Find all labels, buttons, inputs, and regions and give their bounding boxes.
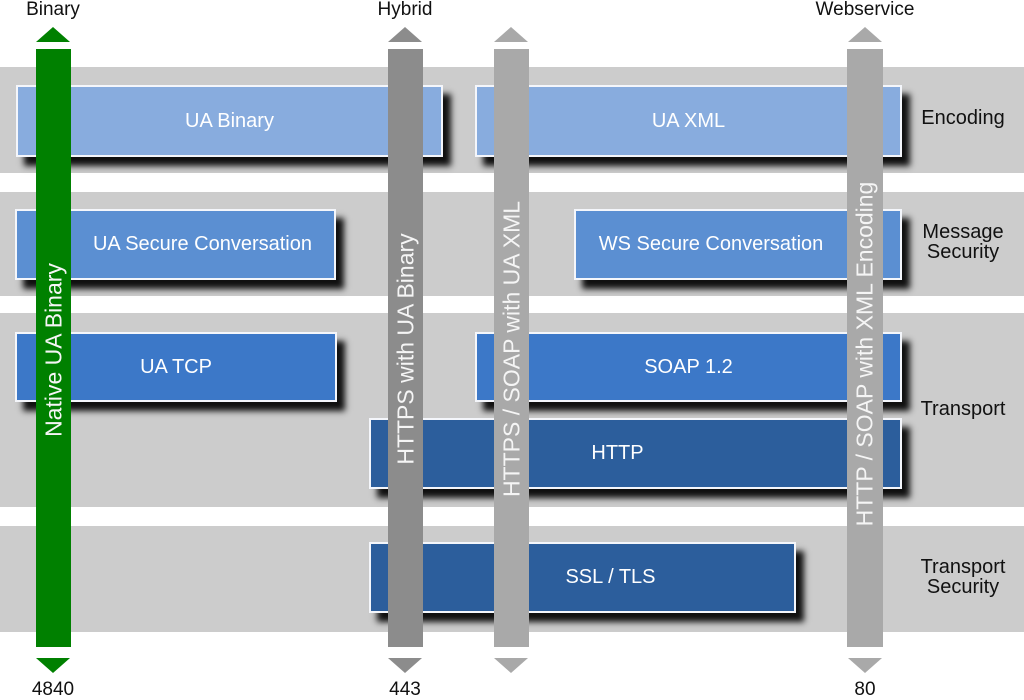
column-http-soap-xml-encoding: HTTP / SOAP with XML Encoding xyxy=(847,49,883,647)
box-label: WS Secure Conversation xyxy=(598,233,824,255)
column-https-soap-ua-xml: HTTPS / SOAP with UA XML xyxy=(494,49,529,647)
arrow-down-icon xyxy=(848,658,882,673)
box-label: HTTP xyxy=(591,442,644,464)
header-webservice: Webservice xyxy=(815,0,915,20)
arrow-down-icon xyxy=(388,658,422,673)
arrow-up-icon xyxy=(848,27,882,42)
box-label: UA XML xyxy=(651,109,726,132)
box-ua-xml: UA XML xyxy=(475,85,902,157)
header-hybrid: Hybrid xyxy=(377,0,433,20)
layer-label-line: Transport xyxy=(920,556,1006,578)
column-label: Native UA Binary xyxy=(40,263,66,437)
box-label: UA Binary xyxy=(185,109,274,132)
arrow-up-icon xyxy=(388,27,422,42)
column-native-ua-binary: Native UA Binary xyxy=(36,49,71,647)
arrow-up-icon xyxy=(36,27,70,42)
port-webservice: 80 xyxy=(854,679,876,700)
header-binary: Binary xyxy=(26,0,80,20)
arrow-down-icon xyxy=(494,658,528,673)
box-label: SSL / TLS xyxy=(565,566,656,588)
arrow-down-icon xyxy=(36,658,70,673)
box-http: HTTP xyxy=(369,418,902,489)
port-hybrid: 443 xyxy=(389,679,421,700)
arrow-up-icon xyxy=(494,27,528,42)
box-label: UA TCP xyxy=(140,355,212,378)
port-binary: 4840 xyxy=(31,679,75,700)
layer-label-message-security: Message Security xyxy=(902,222,1024,262)
layer-label-line: Transport xyxy=(920,398,1006,420)
box-soap: SOAP 1.2 xyxy=(475,332,902,402)
box-label: UA Secure Conversation xyxy=(92,233,312,255)
box-ssl-tls: SSL / TLS xyxy=(369,542,796,613)
column-label: HTTPS with UA Binary xyxy=(392,233,418,465)
column-label: HTTP / SOAP with XML Encoding xyxy=(851,181,878,527)
layer-label-transport-security: Transport Security xyxy=(902,557,1024,597)
layer-label-line: Security xyxy=(926,241,1000,263)
box-label: SOAP 1.2 xyxy=(644,355,733,378)
box-ua-binary: UA Binary xyxy=(16,85,443,157)
layer-label-transport: Transport xyxy=(902,399,1024,419)
layer-label-line: Encoding xyxy=(921,107,1005,129)
layer-label-line: Message xyxy=(922,221,1004,243)
column-label: HTTPS / SOAP with UA XML xyxy=(498,200,524,498)
layer-label-line: Security xyxy=(926,576,1000,598)
column-https-ua-binary: HTTPS with UA Binary xyxy=(388,49,423,647)
layer-label-encoding: Encoding xyxy=(902,108,1024,128)
